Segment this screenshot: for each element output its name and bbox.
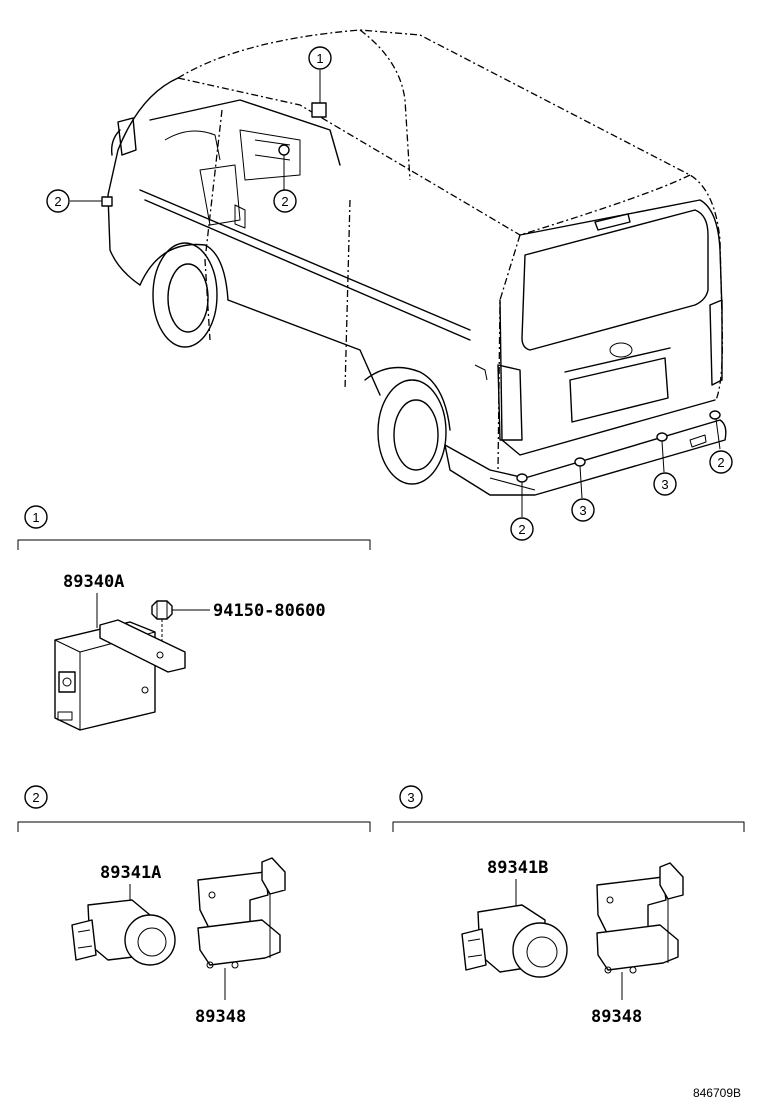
section-2-callout <box>24 785 48 809</box>
ecu-module-icon <box>54 619 186 731</box>
section-1-bracket-line <box>17 539 371 550</box>
sensor-a-icon <box>71 899 176 966</box>
section-1-number: 1 <box>32 510 39 525</box>
section-2: 2 89341A 89348 <box>17 785 371 1027</box>
part-number-bracket-b: 89348 <box>591 1007 642 1027</box>
callout-number: 2 <box>281 194 288 209</box>
callout-3-van-rear-right: 3 <box>653 472 677 496</box>
callout-2-van-rear-right: 2 <box>709 450 733 474</box>
callout-2-van-rear-left: 2 <box>510 517 534 541</box>
drawing-code: 846709B <box>693 1086 741 1100</box>
callout-2-van-front: 2 <box>46 189 70 213</box>
bracket-b-icon <box>596 862 684 974</box>
callout-number: 3 <box>579 503 586 518</box>
bracket-a-icon <box>197 857 286 969</box>
section-1: 1 89340A 94150-80600 <box>17 505 371 731</box>
part-number-sensor-b: 89341B <box>487 858 548 878</box>
section-3: 3 89341B 89348 <box>392 785 745 1027</box>
callout-number: 2 <box>518 522 525 537</box>
callout-number: 2 <box>54 194 61 209</box>
part-number-sensor-a: 89341A <box>100 863 161 883</box>
section-3-bracket-line <box>392 821 745 832</box>
callout-2-van-dash: 2 <box>273 189 297 213</box>
callout-number: 1 <box>316 51 323 66</box>
callout-1-van: 1 <box>308 46 332 70</box>
callout-number: 2 <box>717 455 724 470</box>
part-number-ecu: 89340A <box>63 572 124 592</box>
section-2-number: 2 <box>32 790 39 805</box>
part-number-bracket-a: 89348 <box>195 1007 246 1027</box>
sensor-b-icon <box>461 904 568 978</box>
nut-icon <box>151 600 173 660</box>
section-3-callout <box>399 785 423 809</box>
callout-3-van-rear-left: 3 <box>571 498 595 522</box>
callout-number: 3 <box>661 477 668 492</box>
section-1-callout <box>24 505 48 529</box>
part-number-nut: 94150-80600 <box>213 601 326 621</box>
section-3-number: 3 <box>407 790 414 805</box>
van-leaders <box>70 70 721 517</box>
section-2-bracket-line <box>17 821 371 832</box>
van-illustration <box>101 29 727 496</box>
